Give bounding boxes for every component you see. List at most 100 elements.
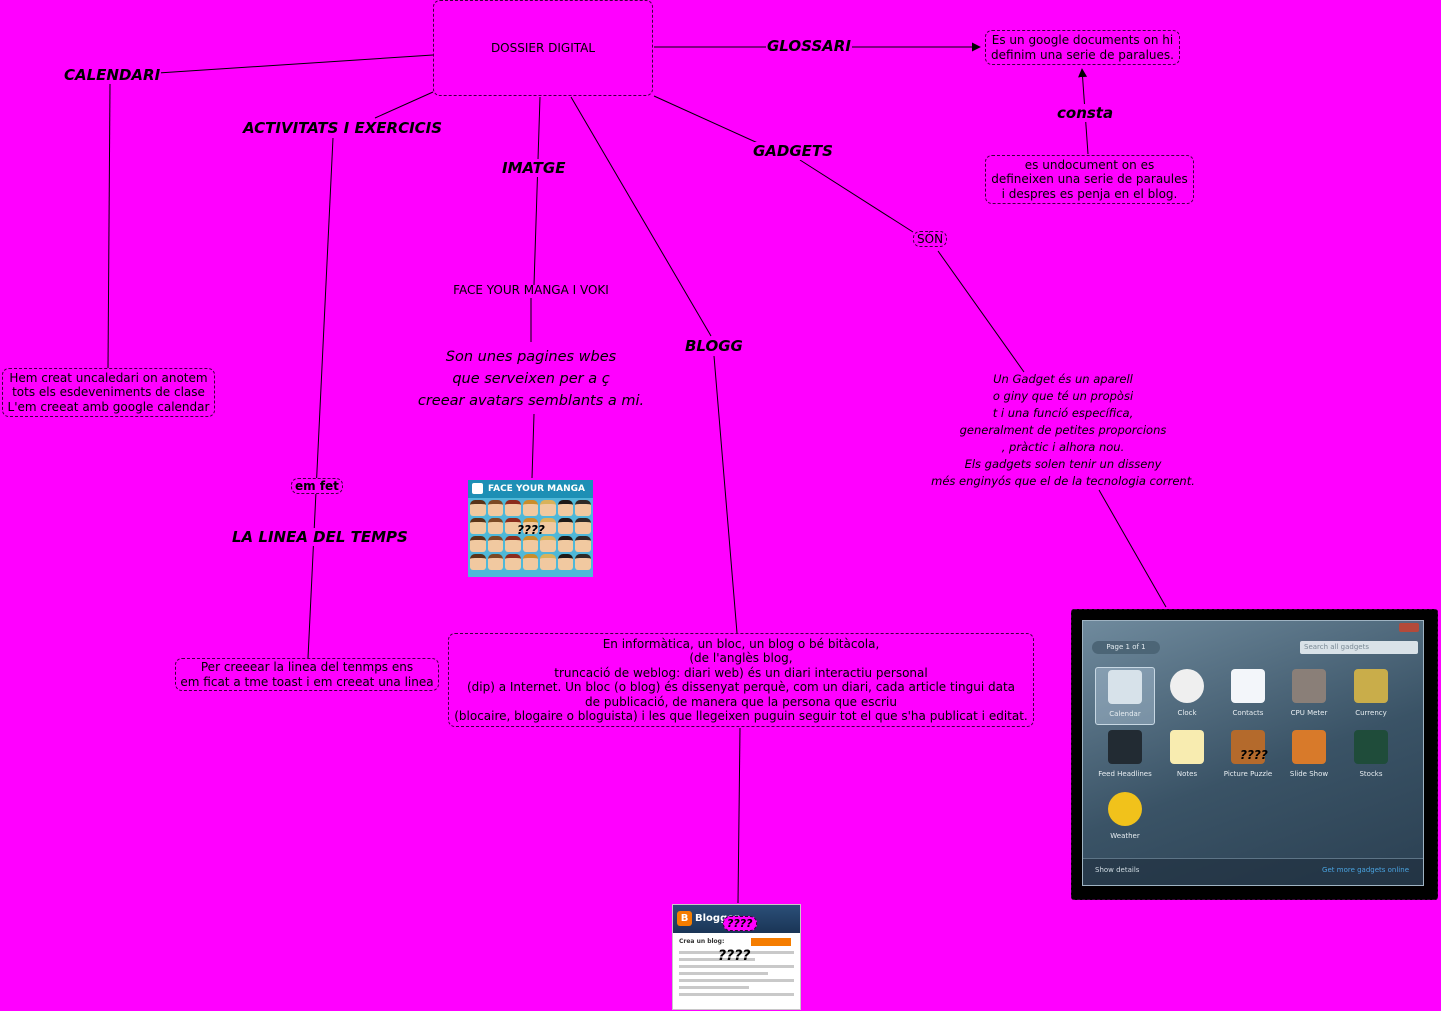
glossari-document-node[interactable]: es undocument on es defineixen una serie… bbox=[985, 155, 1194, 204]
gadget-show-details-link: Show details bbox=[1095, 866, 1140, 874]
manga-avatar bbox=[505, 518, 521, 534]
manga-avatar bbox=[487, 518, 504, 534]
gadget-item: Weather bbox=[1095, 790, 1155, 848]
manga-avatar bbox=[470, 536, 486, 552]
blogger-create-button bbox=[751, 938, 791, 946]
edge-root-calendari bbox=[157, 54, 434, 74]
gadget-get-more-link: Get more gadgets online bbox=[1322, 866, 1409, 874]
link-label-son: SÓN bbox=[913, 231, 948, 247]
link-label-linea-temps: LA LINEA DEL TEMPS bbox=[231, 528, 409, 546]
manga-avatar bbox=[557, 518, 574, 534]
manga-avatar bbox=[487, 500, 504, 516]
manga-avatar-grid bbox=[468, 498, 593, 572]
gadget-item: Contacts bbox=[1218, 667, 1278, 725]
gadget-item-label: Clock bbox=[1177, 709, 1197, 717]
gadget-item-label: Notes bbox=[1176, 770, 1198, 778]
gadget-item: Calendar bbox=[1095, 667, 1155, 725]
gadget-item: Slide Show bbox=[1279, 728, 1339, 786]
manga-avatar bbox=[575, 536, 591, 552]
gadget-item: Clock bbox=[1157, 667, 1217, 725]
manga-avatar bbox=[575, 518, 591, 534]
edge-root-gadgets bbox=[653, 95, 761, 145]
link-label-consta: consta bbox=[1056, 104, 1115, 122]
gadget-item-icon bbox=[1231, 669, 1265, 703]
gadget-gallery-window[interactable]: Page 1 of 1 Search all gadgets Calendar C… bbox=[1082, 620, 1424, 886]
edge-blogg-desc bbox=[713, 355, 738, 634]
gadget-item-label: Stocks bbox=[1359, 770, 1383, 778]
face-your-manga-image[interactable]: FACE YOUR MANGA bbox=[468, 480, 593, 577]
gadget-item-label: Contacts bbox=[1232, 709, 1264, 717]
gadget-item-icon bbox=[1292, 669, 1326, 703]
gadget-item: Currency bbox=[1341, 667, 1401, 725]
manga-missing-image-marker: ???? bbox=[517, 523, 545, 537]
gadget-item: Picture Puzzle bbox=[1218, 728, 1278, 786]
face-your-manga-node[interactable]: FACE YOUR MANGA I VOKI bbox=[453, 283, 609, 297]
manga-avatar bbox=[540, 518, 556, 534]
linea-temps-description-node[interactable]: Per creeear la linea del tenmps ens em f… bbox=[175, 658, 439, 691]
gadget-item-icon bbox=[1170, 730, 1204, 764]
gadget-item-label: CPU Meter bbox=[1290, 709, 1328, 717]
gadget-search-box: Search all gadgets bbox=[1300, 641, 1418, 654]
manga-avatar bbox=[522, 500, 539, 516]
link-label-gadgets: GADGETS bbox=[752, 142, 834, 160]
link-label-calendari: CALENDARI bbox=[63, 66, 162, 84]
gadget-item-label: Currency bbox=[1355, 709, 1387, 717]
gadget-item-label: Calendar bbox=[1109, 710, 1141, 718]
gadget-item: Notes bbox=[1157, 728, 1217, 786]
root-node-dossier-digital[interactable]: DOSSIER DIGITAL bbox=[433, 0, 653, 96]
gadget-item-icon bbox=[1354, 669, 1388, 703]
gadget-item-icon bbox=[1231, 730, 1265, 764]
manga-avatar bbox=[470, 554, 486, 570]
edge-calendari-desc bbox=[107, 83, 111, 369]
glossari-description-node[interactable]: Es un google documents on hi definim una… bbox=[985, 30, 1180, 65]
gadget-item-label: Slide Show bbox=[1289, 770, 1329, 778]
blogger-missing-image-marker: ???? bbox=[718, 948, 751, 964]
link-label-glossari: GLOSSARI bbox=[766, 37, 852, 55]
manga-avatar bbox=[575, 554, 591, 570]
gadget-page-indicator: Page 1 of 1 bbox=[1092, 641, 1160, 654]
blog-description-node[interactable]: En informàtica, un bloc, un blog o bé bi… bbox=[448, 633, 1034, 727]
blogger-create-text: Crea un blog: bbox=[679, 938, 725, 945]
gadget-description-node[interactable]: Un Gadget és un aparell o giny que té un… bbox=[931, 372, 1195, 488]
manga-avatar bbox=[487, 536, 504, 552]
manga-avatar bbox=[505, 554, 521, 570]
calendari-description-node[interactable]: Hem creat uncaledari on anotem tots els … bbox=[2, 368, 215, 417]
link-label-em-fet: em fet bbox=[291, 478, 343, 494]
manga-avatar bbox=[557, 554, 574, 570]
edge-gadgetdesc-window bbox=[1098, 489, 1167, 608]
manga-avatar bbox=[557, 500, 574, 516]
gadget-item-icon bbox=[1108, 792, 1142, 826]
manga-avatar bbox=[522, 536, 539, 552]
manga-avatar bbox=[540, 500, 556, 516]
manga-avatar bbox=[522, 554, 539, 570]
link-label-activitats: ACTIVITATS I EXERCICIS bbox=[242, 119, 444, 137]
edge-imatgedesc-manga bbox=[531, 413, 535, 479]
edge-root-blogg bbox=[570, 96, 712, 337]
gadget-item-icon bbox=[1170, 669, 1204, 703]
manga-avatar bbox=[470, 518, 486, 534]
manga-avatar bbox=[487, 554, 504, 570]
edge-activitats-linea bbox=[307, 137, 334, 659]
gadget-missing-image-marker: ???? bbox=[1240, 748, 1268, 762]
gadget-item-label: Weather bbox=[1110, 832, 1140, 840]
blogger-missing-image-marker-top: ???? bbox=[723, 916, 757, 931]
manga-avatar bbox=[522, 518, 539, 534]
edge-blogdesc-blogger bbox=[737, 727, 741, 904]
imatge-description-node[interactable]: Son unes pagines wbes que serveixen per … bbox=[417, 349, 645, 409]
gadget-item: Feed Headlines bbox=[1095, 728, 1155, 786]
link-label-imatge: IMATGE bbox=[501, 159, 567, 177]
manga-avatar bbox=[557, 536, 574, 552]
gadget-window-bottombar: Show details Get more gadgets online bbox=[1083, 858, 1423, 885]
gadget-item-icon bbox=[1292, 730, 1326, 764]
edge-root-imatge bbox=[533, 96, 541, 286]
edge-root-activitats bbox=[374, 91, 434, 119]
link-label-blogg: BLOGG bbox=[684, 337, 744, 355]
manga-avatar bbox=[470, 500, 486, 516]
manga-avatar bbox=[505, 500, 521, 516]
gadget-window-close-button bbox=[1399, 623, 1419, 632]
manga-avatar bbox=[505, 536, 521, 552]
gadget-item-icon bbox=[1354, 730, 1388, 764]
gadget-item: CPU Meter bbox=[1279, 667, 1339, 725]
edge-gadgets-son bbox=[799, 159, 914, 233]
manga-avatar bbox=[575, 500, 591, 516]
